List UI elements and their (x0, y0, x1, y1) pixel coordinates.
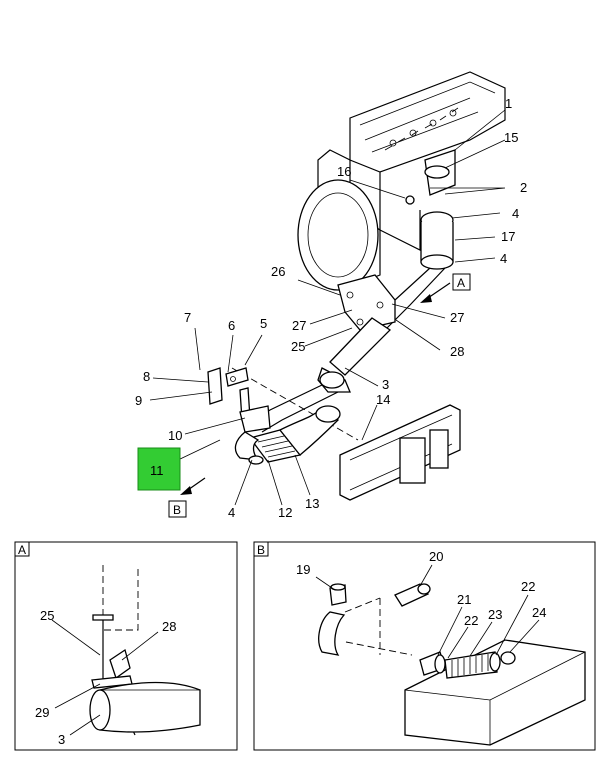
callout-8: 8 (143, 369, 150, 384)
inset-a: A 25 28 29 3 (14, 541, 238, 751)
callout-15: 15 (504, 130, 518, 145)
inset-a-callout-25: 25 (40, 608, 54, 623)
downpipe (369, 149, 456, 331)
view-ref-b-label: B (173, 503, 181, 517)
nut-16 (405, 195, 415, 205)
callout-12: 12 (278, 505, 292, 520)
callout-27-left: 27 (292, 318, 306, 333)
view-ref-a-label: A (457, 276, 465, 290)
leader-lines (149, 109, 506, 506)
inset-b-callout-22-left: 22 (464, 613, 478, 628)
callout-2: 2 (520, 180, 527, 195)
callout-4-lower: 4 (228, 505, 235, 520)
view-ref-a: A (452, 273, 471, 291)
callout-7: 7 (184, 310, 191, 325)
callout-13: 13 (305, 496, 319, 511)
callout-labels: 1 15 16 2 4 17 4 26 27 27 25 28 7 6 5 8 … (135, 96, 527, 520)
exhaust-pipe-3 (317, 317, 392, 393)
engine-block (297, 71, 506, 291)
inset-a-title: A (18, 543, 26, 557)
clamp-4-lower (420, 254, 454, 270)
callout-16: 16 (337, 164, 351, 179)
inset-b-title: B (257, 543, 265, 557)
callout-3: 3 (382, 377, 389, 392)
inset-b-callout-23: 23 (488, 607, 502, 622)
callout-26: 26 (271, 264, 285, 279)
callout-14: 14 (376, 392, 390, 407)
frame-rail-14 (339, 404, 461, 501)
inset-b-callout-24: 24 (532, 605, 546, 620)
inset-a-callout-3: 3 (58, 732, 65, 747)
callout-25: 25 (291, 339, 305, 354)
inset-b-callout-22-right: 22 (521, 579, 535, 594)
inset-b-callout-20: 20 (429, 549, 443, 564)
callout-10: 10 (168, 428, 182, 443)
view-ref-b: B (168, 500, 187, 518)
callout-9: 9 (135, 393, 142, 408)
callout-1: 1 (505, 96, 512, 111)
inset-a-callout-29: 29 (35, 705, 49, 720)
flywheel-housing (297, 179, 379, 291)
tail-pipe-assembly (234, 405, 341, 465)
callout-11-highlight[interactable]: 11 (137, 447, 181, 491)
callout-17: 17 (501, 229, 515, 244)
callout-28: 28 (450, 344, 464, 359)
callout-11: 11 (150, 463, 164, 478)
callout-6: 6 (228, 318, 235, 333)
inset-a-callout-28: 28 (162, 619, 176, 634)
callout-5: 5 (260, 316, 267, 331)
callout-4-upper: 4 (512, 206, 519, 221)
inset-b-callout-19: 19 (296, 562, 310, 577)
bracket-26 (337, 274, 396, 331)
inset-b-callout-21: 21 (457, 592, 471, 607)
callout-4-middle: 4 (500, 251, 507, 266)
callout-27-right: 27 (450, 310, 464, 325)
inset-b: B 19 20 21 22 23 22 24 (253, 541, 596, 751)
